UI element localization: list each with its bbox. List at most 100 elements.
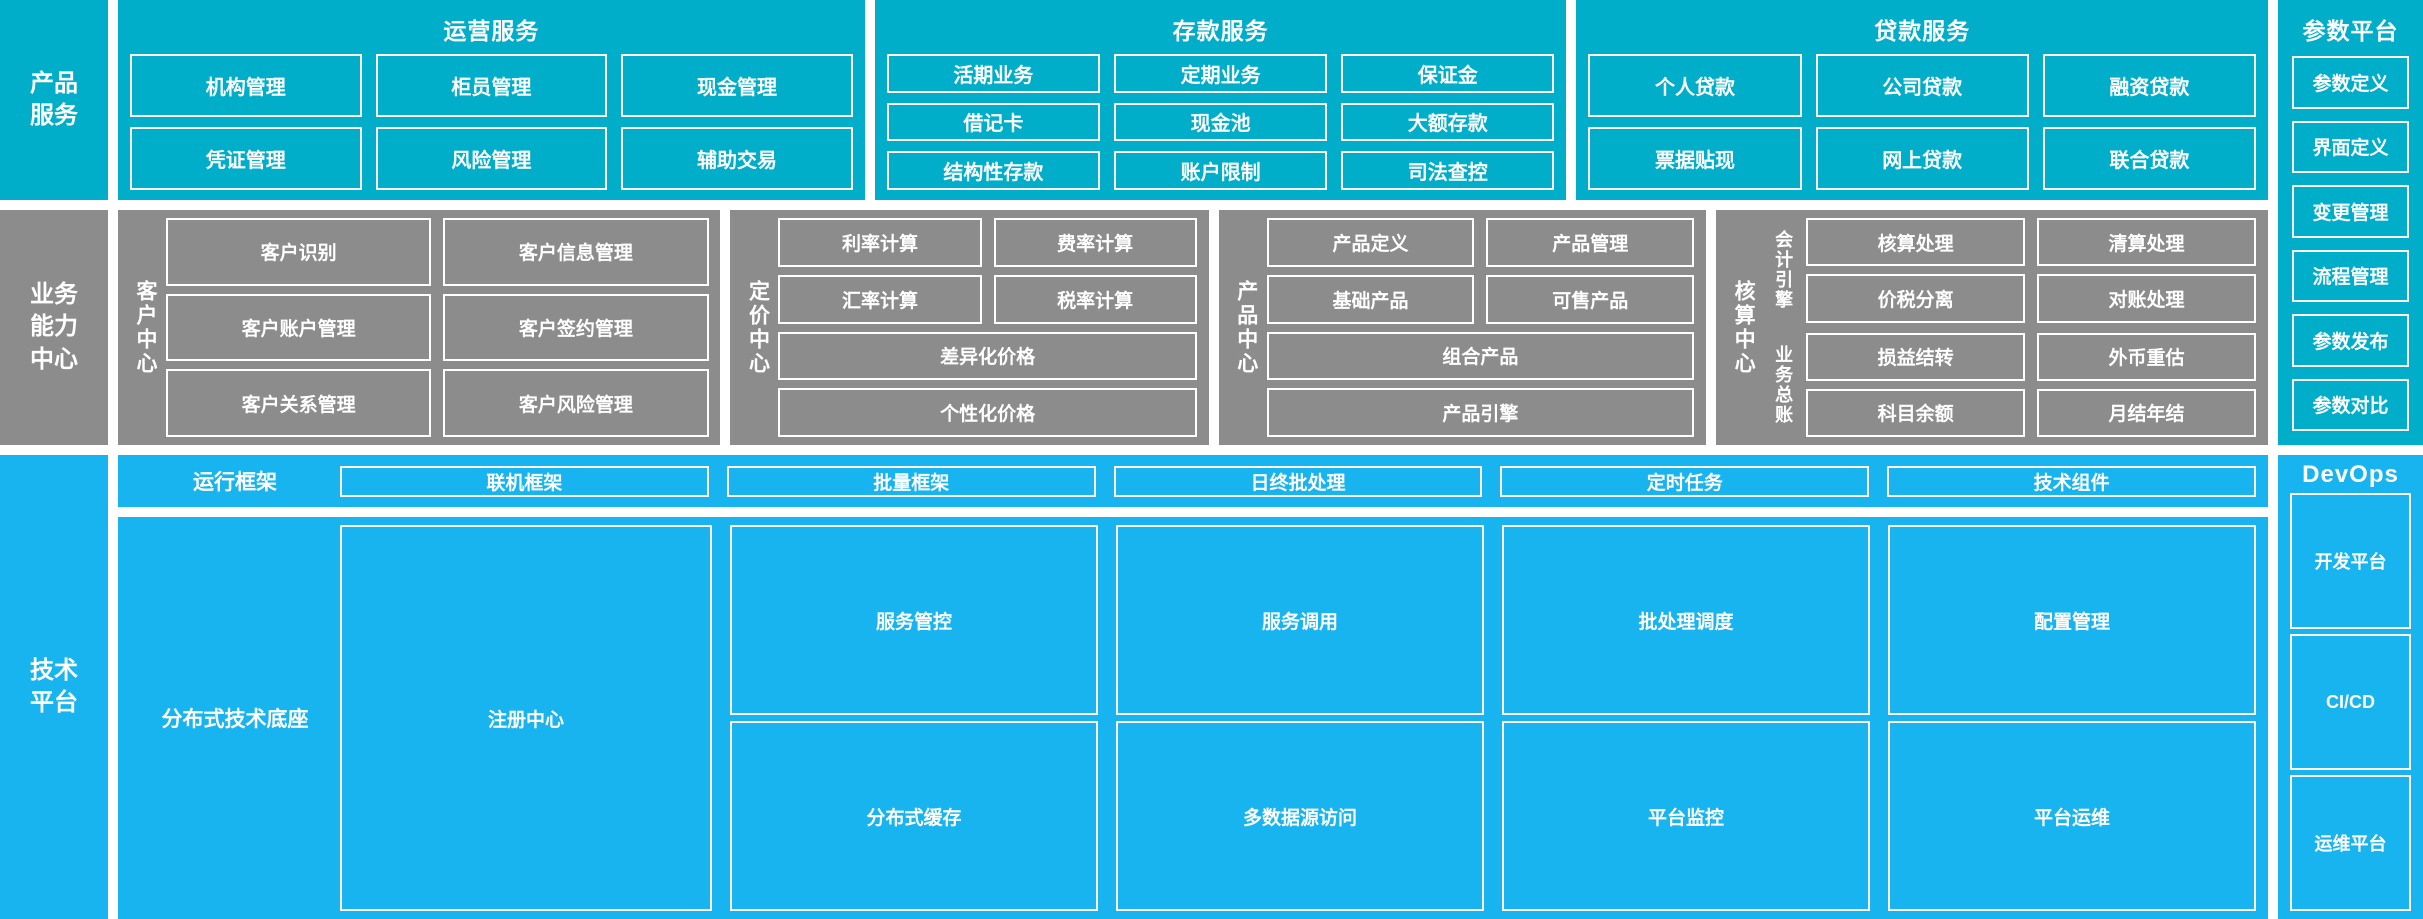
accounting-section-engine: 会计引擎 核算处理 清算处理 价税分离 对账处理 (1764, 218, 2256, 323)
tile-end-of-day-batch[interactable]: 日终批处理 (1113, 465, 1483, 497)
tile-settlement-processing[interactable]: 清算处理 (2037, 218, 2256, 267)
tile-customer-relationship-management[interactable]: 客户关系管理 (166, 369, 432, 438)
tile-customer-info-management[interactable]: 客户信息管理 (443, 218, 709, 286)
tile-parameter-compare[interactable]: 参数对比 (2292, 378, 2409, 431)
tile-accounting-processing[interactable]: 核算处理 (1806, 218, 2026, 267)
tile-corporate-loan[interactable]: 公司贷款 (1815, 54, 2029, 117)
tile-parameter-definition[interactable]: 参数定义 (2292, 56, 2409, 109)
tile-reconciliation-processing[interactable]: 对账处理 (2037, 274, 2256, 323)
center-row: 产品引擎 (1266, 388, 1695, 437)
center-row: 个性化价格 (778, 388, 1197, 437)
tech-label-line-1: 技术 (30, 656, 78, 684)
tile-interest-rate-calculation[interactable]: 利率计算 (778, 218, 982, 267)
tile-cash-management[interactable]: 现金管理 (621, 54, 853, 117)
center-label-pricing: 定价中心 (746, 279, 770, 376)
tile-online-loan[interactable]: 网上贷款 (1815, 127, 2029, 190)
tile-fee-rate-calculation[interactable]: 费率计算 (993, 218, 1197, 267)
tile-risk-management[interactable]: 风险管理 (375, 127, 608, 190)
center-row: 客户识别 客户信息管理 (166, 218, 709, 286)
tile-bill-discount[interactable]: 票据贴现 (1588, 127, 1802, 190)
tile-product-definition[interactable]: 产品定义 (1266, 218, 1475, 267)
center-label-customer: 客户中心 (134, 279, 157, 376)
strip-label-runtime-framework: 运行框架 (193, 471, 277, 494)
tile-base-product[interactable]: 基础产品 (1266, 274, 1475, 324)
tile-judicial-freeze[interactable]: 司法查控 (1341, 151, 1555, 190)
center-pricing: 定价中心 利率计算 费率计算 汇率计算 税率计算 差异化价格 个性化价格 (730, 210, 1209, 445)
tile-customer-contract-management[interactable]: 客户签约管理 (443, 293, 709, 362)
tile-exchange-rate-calculation[interactable]: 汇率计算 (778, 274, 982, 324)
tile-parameter-publish[interactable]: 参数发布 (2292, 314, 2409, 367)
tile-platform-operations[interactable]: 平台运维 (1888, 721, 2256, 911)
parameter-platform-items: 参数定义 界面定义 变更管理 流程管理 参数发布 参数对比 (2292, 56, 2409, 431)
tile-sellable-product[interactable]: 可售产品 (1486, 274, 1695, 324)
panel-title-parameter-platform: 参数平台 (2302, 18, 2399, 44)
tile-scheduled-task[interactable]: 定时任务 (1500, 465, 1870, 497)
tile-personalized-pricing[interactable]: 个性化价格 (778, 388, 1197, 437)
tile-time-deposit[interactable]: 定期业务 (1114, 54, 1328, 93)
group-operation-services: 运营服务 机构管理 柜员管理 现金管理 凭证管理 风险管理 辅助交易 (118, 0, 865, 200)
tile-config-management[interactable]: 配置管理 (1888, 525, 2256, 715)
center-row: 差异化价格 (778, 331, 1197, 381)
tile-profit-loss-carryover[interactable]: 损益结转 (1806, 332, 2026, 381)
layer-business-capability: 业务 能力 中心 客户中心 客户识别 客户信息管理 客户账户管理 客户签约管理 … (0, 210, 2423, 445)
tile-product-engine[interactable]: 产品引擎 (1266, 388, 1695, 437)
tile-differentiated-pricing[interactable]: 差异化价格 (778, 331, 1197, 381)
tile-account-restriction[interactable]: 账户限制 (1114, 151, 1328, 190)
tile-tax-rate-calculation[interactable]: 税率计算 (993, 274, 1197, 324)
tile-interface-definition[interactable]: 界面定义 (2292, 120, 2409, 173)
tile-large-deposit[interactable]: 大额存款 (1341, 102, 1555, 142)
tile-ops-platform[interactable]: 运维平台 (2290, 775, 2411, 911)
tile-financing-loan[interactable]: 融资贷款 (2042, 54, 2256, 117)
tile-joint-loan[interactable]: 联合贷款 (2042, 127, 2256, 190)
center-row: 利率计算 费率计算 (778, 218, 1197, 267)
tile-distributed-cache[interactable]: 分布式缓存 (730, 721, 1098, 911)
layer-technology-platform: 技术 平台 运行框架 联机框架 批量框架 日终批处理 定时任务 技术组件 分布式… (0, 455, 2423, 919)
tile-personal-loan[interactable]: 个人贷款 (1588, 54, 1802, 117)
tile-online-framework[interactable]: 联机框架 (340, 465, 709, 497)
tile-auxiliary-transaction[interactable]: 辅助交易 (621, 127, 853, 190)
tile-account-balance[interactable]: 科目余额 (1806, 388, 2026, 437)
tile-product-management[interactable]: 产品管理 (1486, 218, 1695, 267)
tile-demand-deposit[interactable]: 活期业务 (886, 54, 1100, 93)
tile-composite-product[interactable]: 组合产品 (1266, 331, 1695, 381)
tile-month-year-end-closing[interactable]: 月结年结 (2037, 388, 2256, 437)
tile-multi-datasource-access[interactable]: 多数据源访问 (1116, 721, 1484, 911)
strip-distributed-base: 分布式技术底座 注册中心 服务管控 分布式缓存 服务调用 多数据源访问 批处理调… (118, 517, 2268, 919)
group-deposit-services: 存款服务 活期业务 定期业务 保证金 借记卡 现金池 大额存款 结构性存款 账户… (874, 0, 1567, 200)
tile-batch-scheduling[interactable]: 批处理调度 (1502, 525, 1870, 715)
technology-strips: 运行框架 联机框架 批量框架 日终批处理 定时任务 技术组件 分布式技术底座 注… (118, 455, 2268, 919)
tile-batch-framework[interactable]: 批量框架 (726, 465, 1096, 497)
strip-runtime-framework: 运行框架 联机框架 批量框架 日终批处理 定时任务 技术组件 (118, 455, 2268, 507)
tile-process-management[interactable]: 流程管理 (2292, 249, 2409, 302)
distributed-base-column: 批处理调度 平台监控 (1502, 525, 1870, 911)
tile-cash-pool[interactable]: 现金池 (1114, 102, 1328, 142)
tile-customer-identification[interactable]: 客户识别 (166, 218, 432, 286)
tile-debit-card[interactable]: 借记卡 (886, 102, 1100, 142)
group-tiles-operation-services: 机构管理 柜员管理 现金管理 凭证管理 风险管理 辅助交易 (130, 54, 853, 190)
tile-teller-management[interactable]: 柜员管理 (375, 54, 608, 117)
tile-org-management[interactable]: 机构管理 (130, 54, 362, 117)
layer-label-business-capability: 业务 能力 中心 (0, 210, 108, 445)
tile-margin-deposit[interactable]: 保证金 (1341, 54, 1555, 93)
tile-technical-component[interactable]: 技术组件 (1887, 465, 2256, 497)
tile-voucher-management[interactable]: 凭证管理 (130, 127, 362, 190)
center-label-accounting: 核算中心 (1732, 279, 1756, 376)
tile-change-management[interactable]: 变更管理 (2292, 185, 2409, 238)
tile-customer-risk-management[interactable]: 客户风险管理 (443, 369, 709, 438)
tile-platform-monitoring[interactable]: 平台监控 (1502, 721, 1870, 911)
tile-price-tax-separation[interactable]: 价税分离 (1806, 274, 2026, 323)
right-rail-spacer-business (2278, 210, 2423, 445)
business-label-line-3: 中心 (30, 345, 78, 373)
tile-service-invocation[interactable]: 服务调用 (1116, 525, 1484, 715)
layer-label-technology-platform: 技术 平台 (0, 455, 108, 919)
tile-ci-cd[interactable]: CI/CD (2290, 634, 2411, 770)
layer-label-product-services: 产品 服务 (0, 0, 108, 200)
center-accounting: 核算中心 会计引擎 核算处理 清算处理 价税分离 对账处理 业务总账 损益结转 … (1716, 210, 2268, 445)
tile-dev-platform[interactable]: 开发平台 (2290, 493, 2411, 629)
tile-registry-center[interactable]: 注册中心 (340, 525, 712, 911)
tile-structured-deposit[interactable]: 结构性存款 (886, 151, 1100, 190)
tile-customer-account-management[interactable]: 客户账户管理 (166, 293, 432, 362)
tile-service-governance[interactable]: 服务管控 (730, 525, 1098, 715)
section-label-accounting-engine: 会计引擎 (1773, 230, 1794, 311)
tile-foreign-currency-revaluation[interactable]: 外币重估 (2037, 332, 2256, 381)
